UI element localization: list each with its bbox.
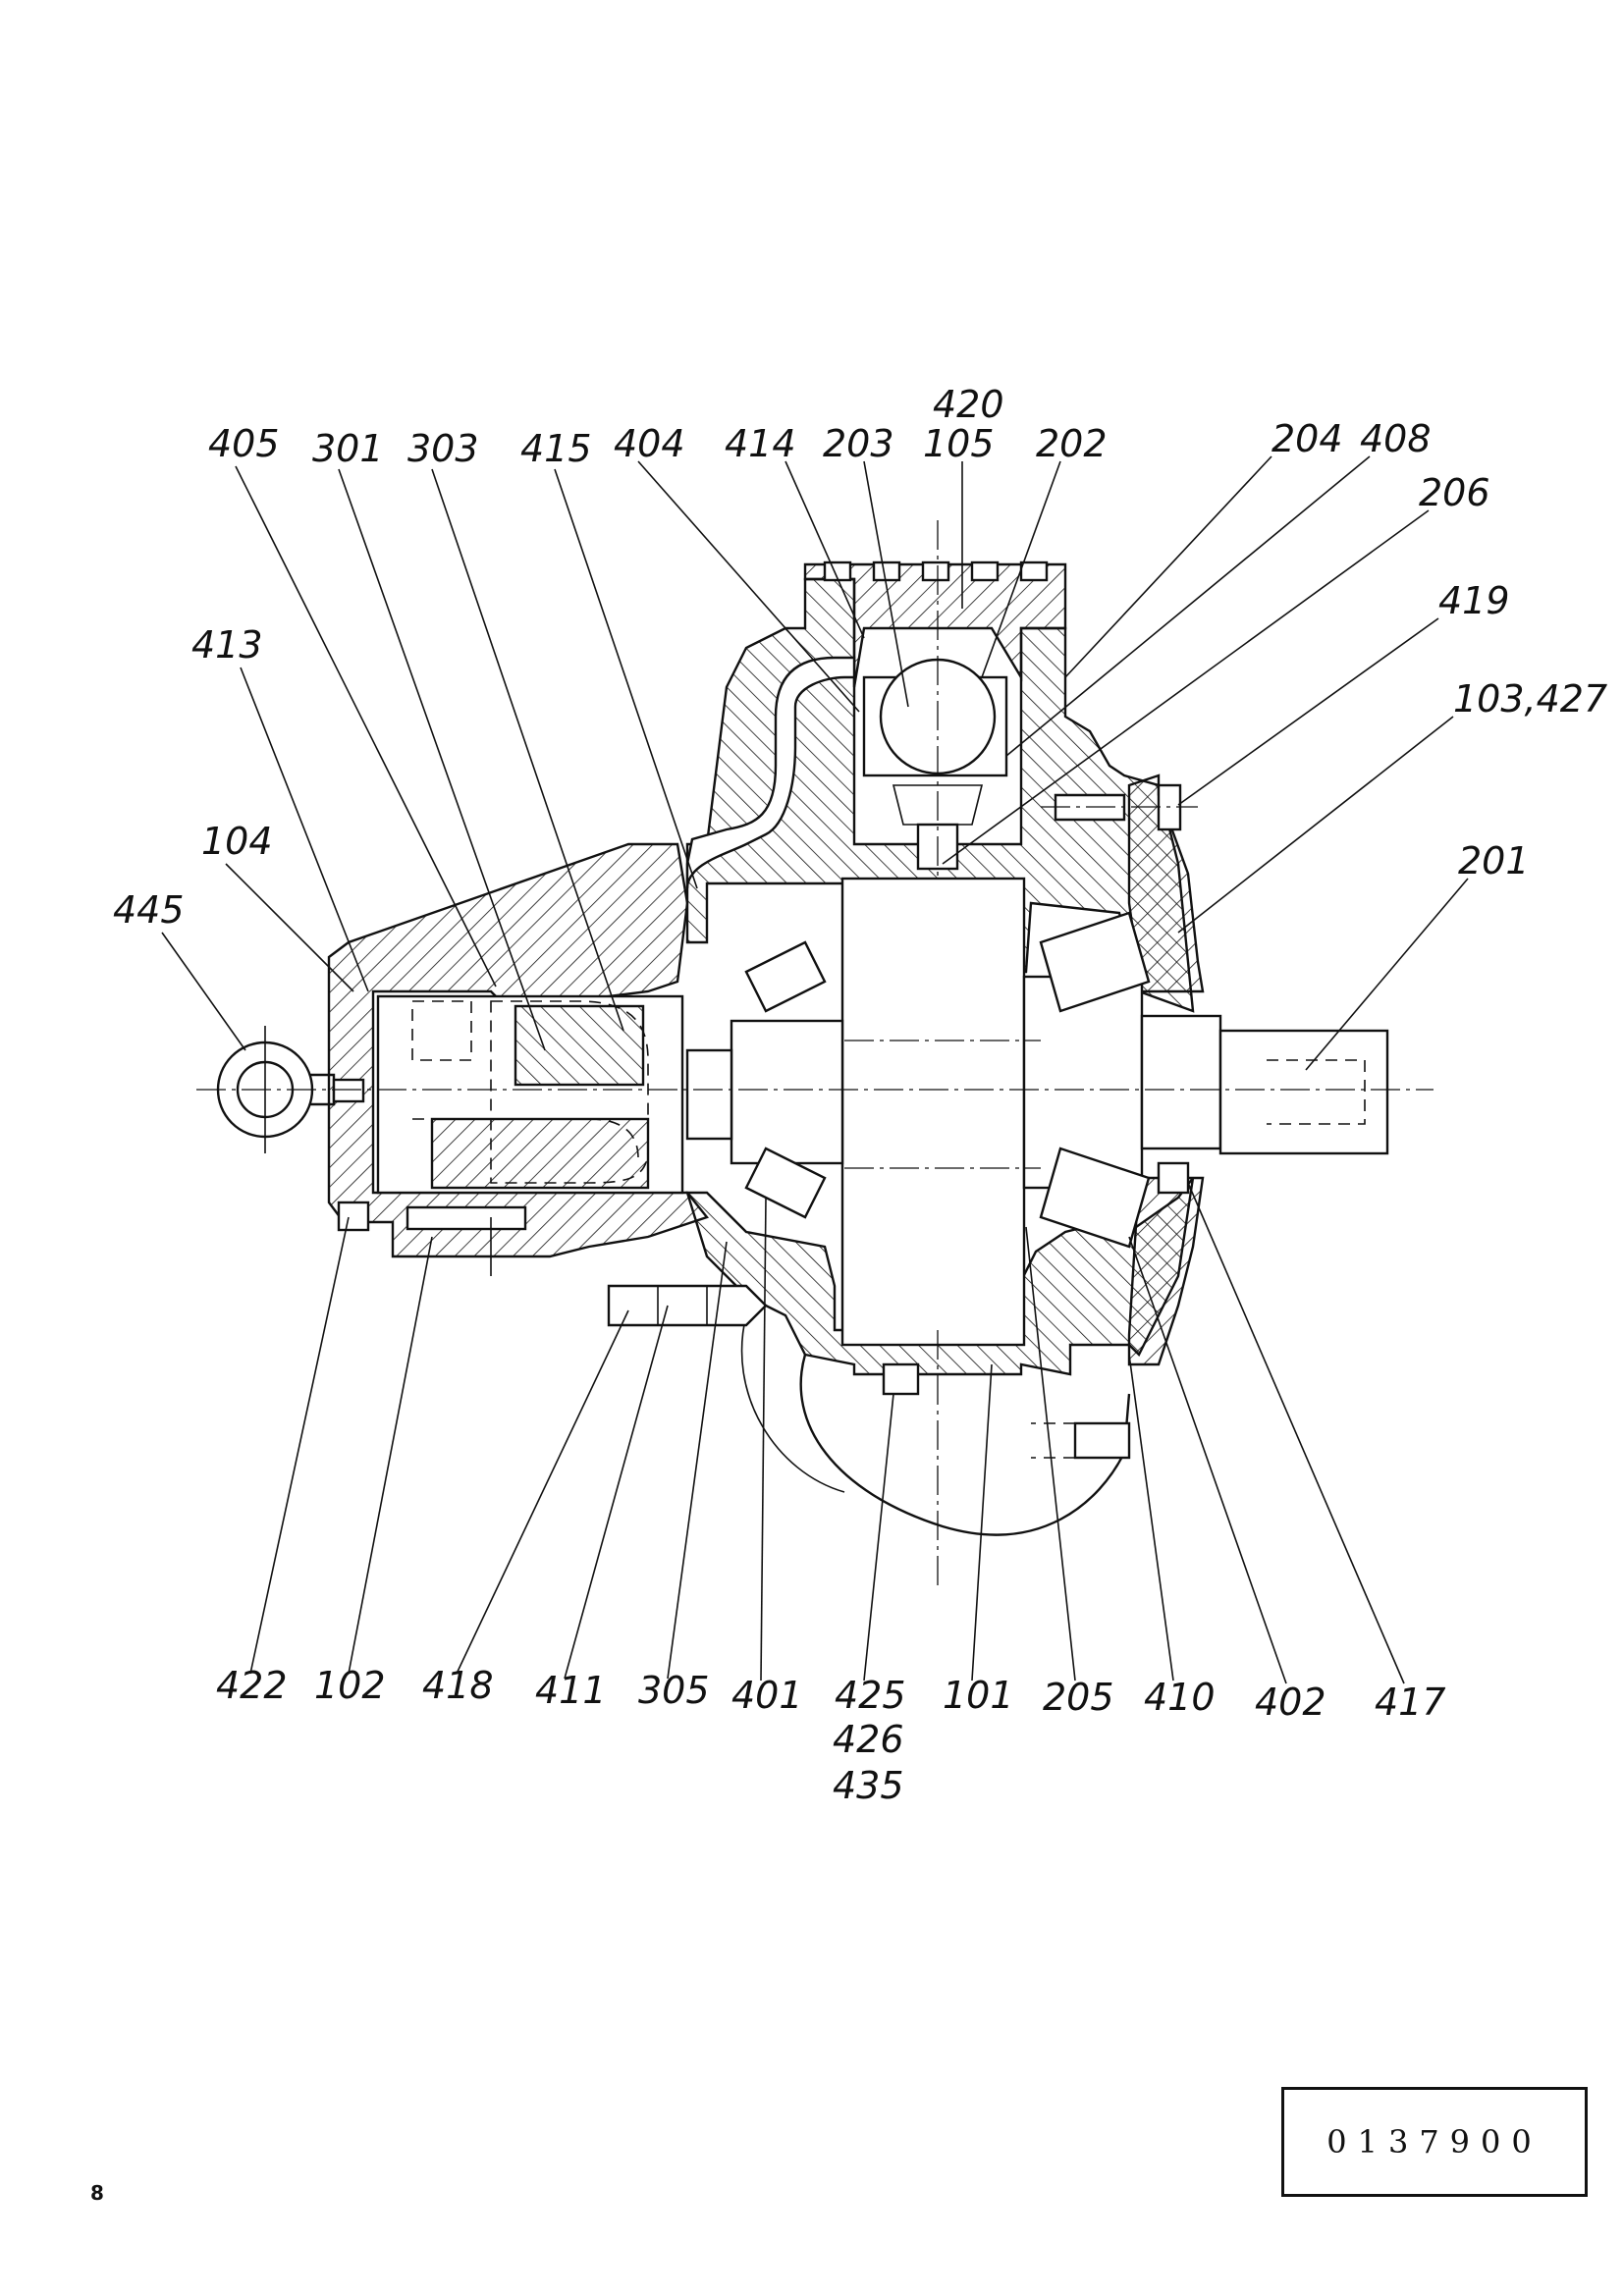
callout-205: 205	[1043, 1676, 1114, 1719]
callout-204: 204	[1271, 417, 1343, 460]
eye-bolt	[196, 1026, 1434, 1153]
callout-426: 426	[833, 1718, 904, 1761]
distributor-internals	[376, 994, 733, 1195]
callout-labels: 405 301 303 415 404 414 203 420 105 202 …	[113, 383, 1607, 1807]
callout-411: 411	[535, 1669, 607, 1712]
callout-408: 408	[1360, 417, 1432, 460]
roller-bearings	[744, 911, 1151, 1249]
oil-passage	[685, 656, 856, 889]
callout-104: 104	[201, 820, 273, 863]
document-number: 0137900	[1326, 2123, 1542, 2161]
piston-ball-joint	[862, 520, 1008, 883]
callout-414: 414	[725, 422, 796, 465]
callout-404: 404	[614, 422, 685, 465]
callout-415: 415	[520, 427, 592, 470]
callout-301: 301	[312, 427, 384, 470]
callout-402: 402	[1255, 1681, 1326, 1724]
leader-lines	[161, 455, 1469, 1684]
callout-201: 201	[1458, 839, 1530, 882]
callout-419: 419	[1438, 579, 1510, 622]
callout-417: 417	[1375, 1681, 1446, 1724]
callout-445: 445	[113, 888, 185, 932]
callout-202: 202	[1036, 422, 1108, 465]
callout-101: 101	[943, 1674, 1014, 1717]
crankshaft	[730, 877, 1389, 1347]
callout-305: 305	[638, 1669, 710, 1712]
callout-401: 401	[731, 1674, 803, 1717]
document-number-box: 0137900	[1281, 2087, 1588, 2197]
callout-425: 425	[835, 1674, 906, 1717]
callout-410: 410	[1144, 1676, 1216, 1719]
callout-435: 435	[833, 1764, 904, 1807]
callout-206: 206	[1419, 471, 1490, 514]
top-cylinder-bolts	[823, 561, 1049, 582]
lower-fasteners	[337, 783, 1198, 1590]
callout-103-427: 103,427	[1453, 677, 1607, 721]
callout-303: 303	[407, 427, 479, 470]
callout-413: 413	[191, 623, 263, 667]
callout-405: 405	[208, 422, 280, 465]
callout-203: 203	[823, 422, 894, 465]
callout-105: 105	[923, 422, 995, 465]
page-number: 8	[90, 2181, 104, 2205]
callout-420: 420	[933, 383, 1004, 426]
